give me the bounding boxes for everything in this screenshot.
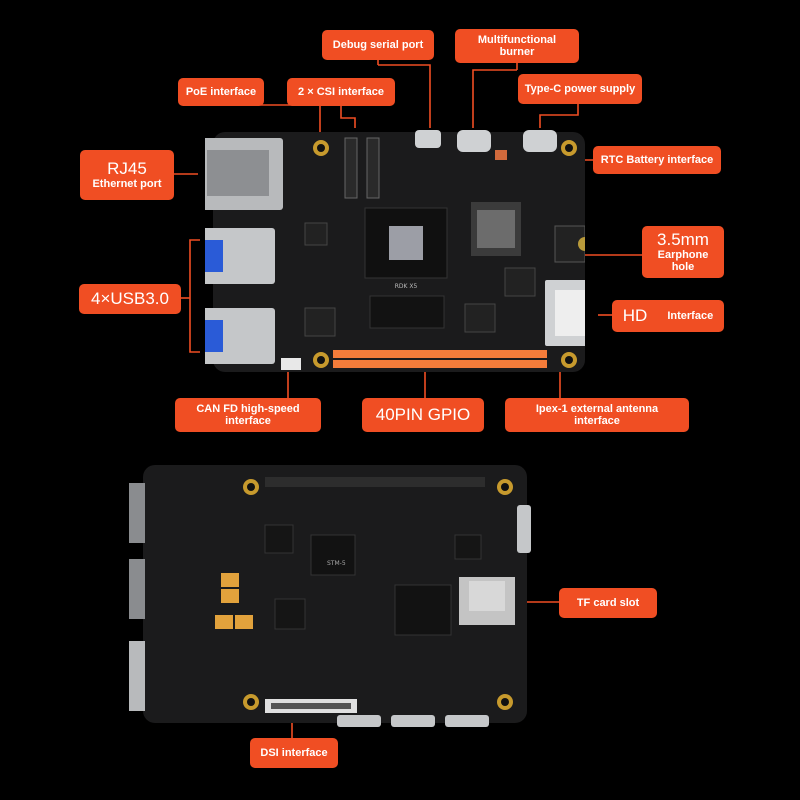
tf-card-slot-label: TF card slot <box>559 588 657 618</box>
rtc-battery-label: RTC Battery interface <box>593 146 721 174</box>
csi-interface-label: 2 × CSI interface <box>287 78 395 106</box>
debug-serial-port-label: Debug serial port <box>322 30 434 60</box>
dsi-interface-label: DSI interface <box>250 738 338 768</box>
can-fd-label: CAN FD high-speed interface <box>175 398 321 432</box>
hd-interface-label: HD Interface <box>612 300 724 332</box>
bottom-board-graphic: STM-5 <box>129 465 531 727</box>
svg-text:RDK X5: RDK X5 <box>395 283 418 290</box>
top-board: RDK X5 <box>197 128 595 373</box>
top-board-graphic: RDK X5 <box>197 130 595 372</box>
ipex-antenna-label: Ipex-1 external antenna interface <box>505 398 689 432</box>
earphone-label: 3.5mm Earphone hole <box>642 226 724 278</box>
svg-text:STM-5: STM-5 <box>327 560 346 567</box>
type-c-power-label: Type-C power supply <box>518 74 642 104</box>
rj45-label: RJ45 Ethernet port <box>80 150 174 200</box>
gpio-label: 40PIN GPIO <box>362 398 484 432</box>
multifunctional-burner-label: Multifunctional burner <box>455 29 579 63</box>
usb3-label: 4×USB3.0 <box>79 284 181 314</box>
bottom-board: STM-5 <box>125 465 535 727</box>
poe-interface-label: PoE interface <box>178 78 264 106</box>
